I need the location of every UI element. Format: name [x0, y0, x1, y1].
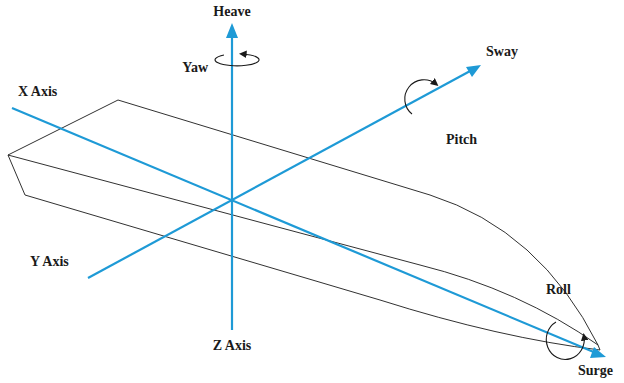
axes: [12, 23, 606, 358]
axis-label: Sway: [486, 44, 518, 60]
z-axis-head: [226, 23, 238, 38]
rotation-arrows: [215, 54, 584, 359]
axis-label: Surge: [578, 363, 613, 379]
transom: [8, 155, 25, 195]
y-axis: [88, 70, 472, 278]
deck-edge: [8, 100, 598, 345]
keel: [25, 195, 600, 350]
axis-label: Heave: [213, 4, 250, 20]
y-axis-head: [466, 65, 481, 77]
x-axis-head: [590, 347, 606, 358]
roll-arrow: [546, 322, 584, 359]
axis-label: Pitch: [446, 132, 477, 148]
axis-label: Y Axis: [30, 254, 69, 270]
axis-label: Z Axis: [213, 338, 252, 354]
hull-outline: [8, 100, 600, 350]
x-axis: [12, 108, 596, 353]
pitch-arrow: [405, 80, 436, 114]
z-axis: [231, 34, 233, 330]
yaw-arrow: [215, 54, 259, 66]
axis-label: Roll: [546, 282, 571, 298]
axis-label: X Axis: [18, 84, 57, 100]
axis-label: Yaw: [182, 60, 208, 76]
